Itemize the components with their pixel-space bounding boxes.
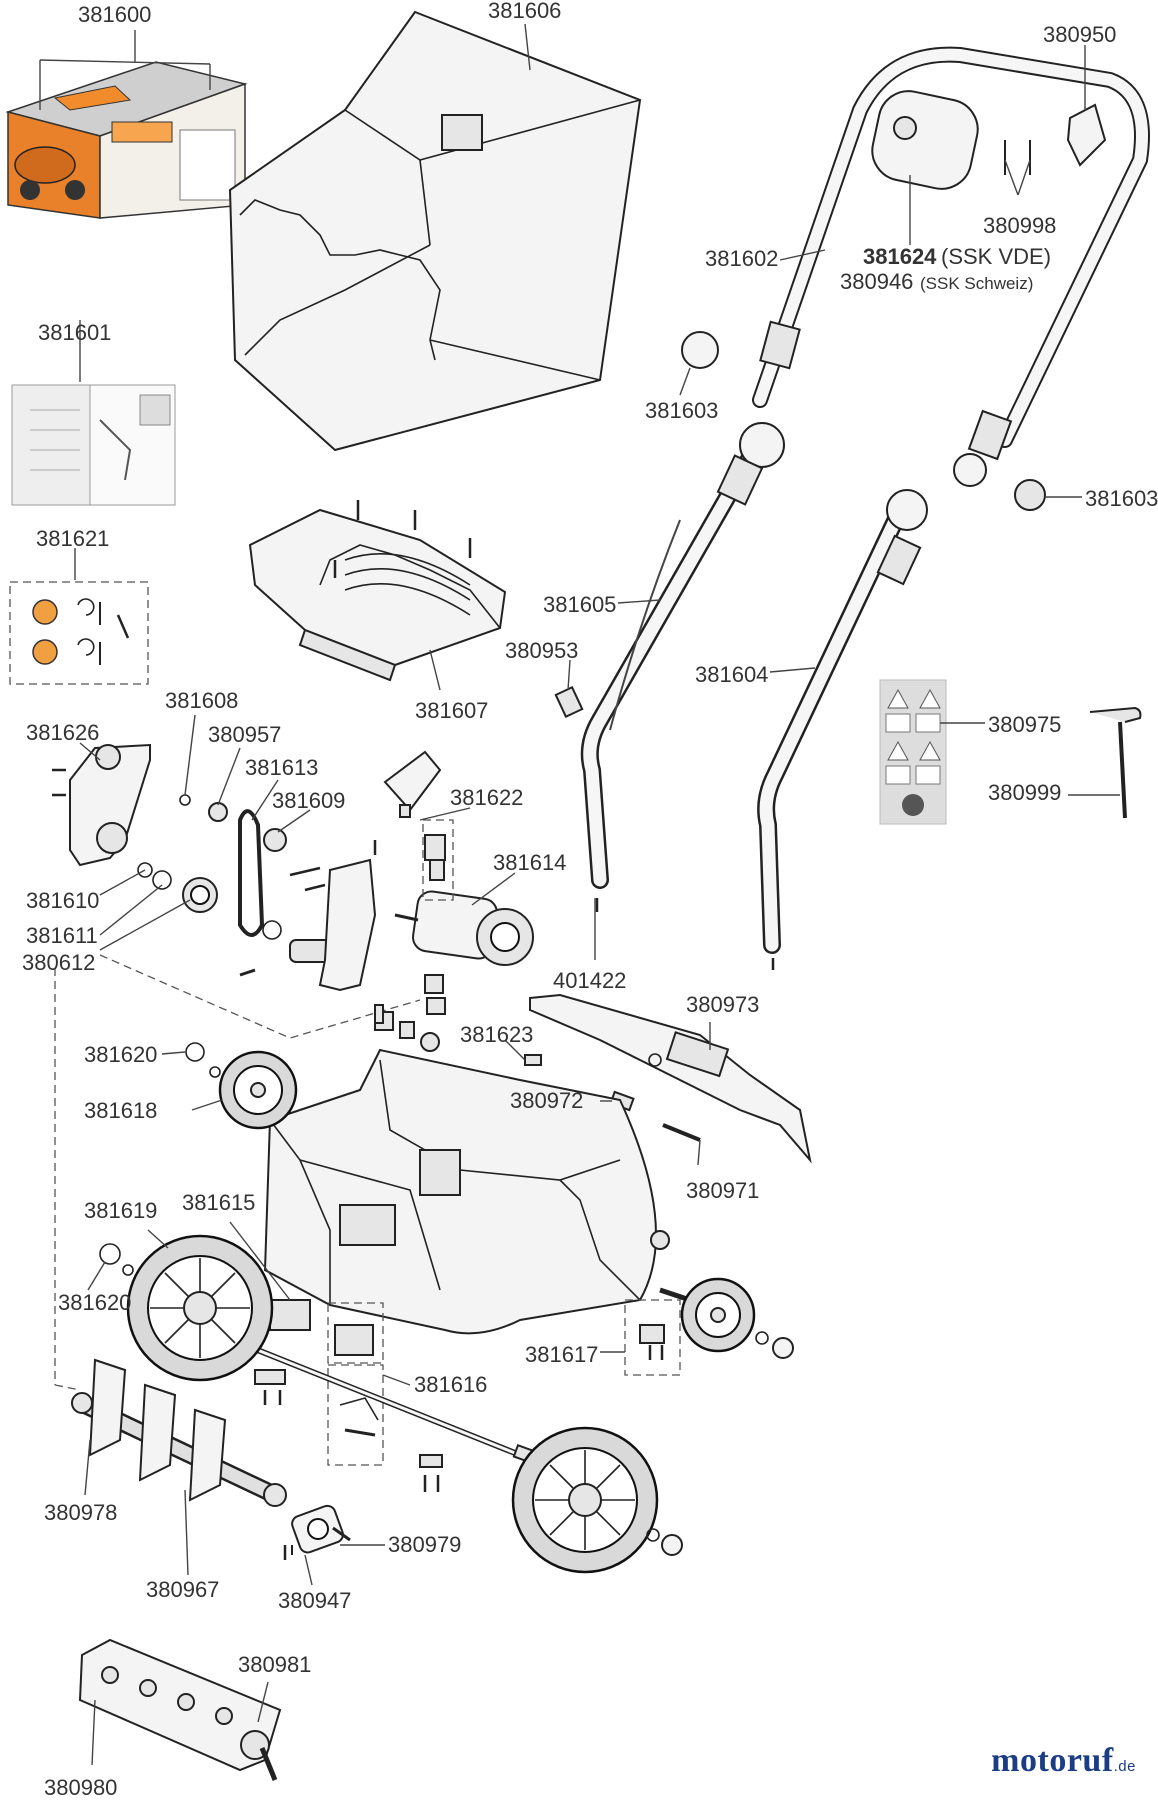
- connector-381616: [334, 1324, 374, 1356]
- packaging-box: [5, 61, 248, 219]
- label-380946: 380946: [840, 269, 913, 294]
- wheel-front-right-381617: [680, 1277, 794, 1359]
- label-381616: 381616: [414, 1372, 487, 1397]
- label-380947: 380947: [278, 1588, 351, 1613]
- rear-flap: [529, 993, 812, 1164]
- label-380953: 380953: [505, 638, 578, 663]
- label-381605: 381605: [543, 592, 616, 617]
- label-381607: 381607: [415, 698, 488, 723]
- label-380973: 380973: [686, 992, 759, 1017]
- drive-train: [137, 794, 377, 992]
- label-381620-top: 381620: [84, 1042, 157, 1067]
- fasteners: [374, 1004, 701, 1142]
- scarifier-roller: [71, 1358, 287, 1507]
- label-380980: 380980: [44, 1775, 117, 1800]
- label-381615: 381615: [182, 1190, 255, 1215]
- electric-motor: [383, 750, 534, 1015]
- part-labels: 381600 381606 380950 380998 381624 (SSK …: [22, 0, 1158, 1800]
- label-381601: 381601: [38, 320, 111, 345]
- label-381603-left: 381603: [645, 398, 718, 423]
- wheel-rear-left-381619: [99, 1234, 274, 1382]
- wheel-rear-right: [511, 1426, 683, 1574]
- hex-key: [1089, 706, 1142, 819]
- latch-381615: [269, 1299, 311, 1331]
- label-380957: 380957: [208, 722, 281, 747]
- small-parts-kit: [9, 581, 149, 685]
- wheel-front-left-381618: [185, 1042, 298, 1130]
- brand-tld: .de: [1113, 1758, 1136, 1775]
- label-380998: 380998: [983, 213, 1056, 238]
- label-381611: 381611: [26, 923, 98, 948]
- aerator-roller: [78, 1638, 282, 1781]
- label-380950: 380950: [1043, 22, 1116, 47]
- label-381609: 381609: [272, 788, 345, 813]
- deck-housing: [263, 1048, 670, 1335]
- lower-handle-left: [580, 422, 785, 889]
- label-381602: 381602: [705, 246, 778, 271]
- label-381604: 381604: [695, 662, 768, 687]
- grass-bag: [228, 10, 642, 452]
- label-380981: 380981: [238, 1652, 311, 1677]
- deflector-cover: [248, 500, 507, 682]
- label-ssk-vde: (SSK VDE): [941, 244, 1051, 269]
- leader-lines: [39, 23, 1120, 1766]
- label-381613: 381613: [245, 755, 318, 780]
- label-380971: 380971: [686, 1178, 759, 1203]
- label-381606: 381606: [488, 0, 561, 23]
- label-380967: 380967: [146, 1577, 219, 1602]
- operating-manual: [11, 384, 176, 506]
- label-381617: 381617: [525, 1342, 598, 1367]
- label-381620-bottom: 381620: [58, 1290, 131, 1315]
- label-381614: 381614: [493, 850, 566, 875]
- label-381603-right: 381603: [1085, 486, 1158, 511]
- label-380978: 380978: [44, 1500, 117, 1525]
- label-380612: 380612: [22, 950, 95, 975]
- label-381600: 381600: [78, 2, 151, 27]
- label-380975: 380975: [988, 712, 1061, 737]
- label-ssk-schweiz: (SSK Schweiz): [920, 274, 1033, 293]
- label-381618: 381618: [84, 1098, 157, 1123]
- bearing-cover-left: [52, 743, 151, 867]
- label-381626: 381626: [26, 720, 99, 745]
- label-401422: 401422: [553, 968, 626, 993]
- label-381621: 381621: [36, 526, 109, 551]
- warning-label-sheet: [879, 679, 947, 825]
- bearing-block-380947: [283, 1504, 351, 1560]
- label-381610: 381610: [26, 888, 99, 913]
- label-380972: 380972: [510, 1088, 583, 1113]
- label-380979: 380979: [388, 1532, 461, 1557]
- brand-name: motoruf: [991, 1742, 1114, 1779]
- brand-watermark: motoruf.de: [991, 1742, 1136, 1780]
- lower-handle-right: [757, 489, 928, 954]
- label-380999: 380999: [988, 780, 1061, 805]
- label-381623: 381623: [460, 1022, 533, 1047]
- label-381622: 381622: [450, 785, 523, 810]
- upper-handle: [681, 46, 1150, 511]
- label-381608: 381608: [165, 688, 238, 713]
- label-381624: 381624: [863, 244, 937, 269]
- label-381619: 381619: [84, 1198, 157, 1223]
